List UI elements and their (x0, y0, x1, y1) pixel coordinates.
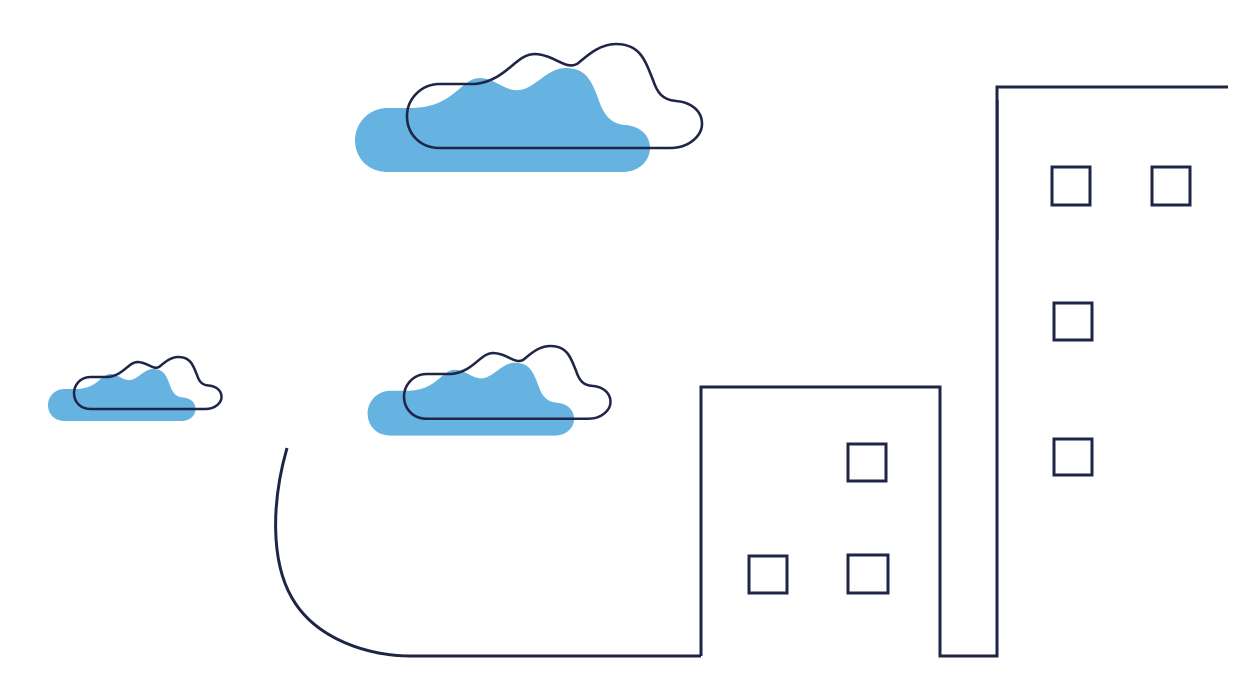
cloud-medium (367, 344, 612, 436)
cloud-small (48, 355, 223, 421)
cloud-large (355, 42, 704, 172)
window (846, 442, 888, 483)
window (1050, 165, 1092, 207)
tall-building-windows (1050, 165, 1192, 477)
window (1150, 165, 1192, 207)
hill-curve (274, 447, 701, 658)
window (846, 553, 890, 595)
window (747, 554, 789, 595)
cloud-medium-fill (367, 362, 575, 436)
short-building-windows (747, 442, 890, 595)
buildings-outline (699, 85, 1228, 658)
window (1052, 437, 1094, 477)
cloud-large-fill (355, 68, 650, 172)
window (1052, 301, 1094, 342)
cloud-small-fill (48, 369, 196, 421)
